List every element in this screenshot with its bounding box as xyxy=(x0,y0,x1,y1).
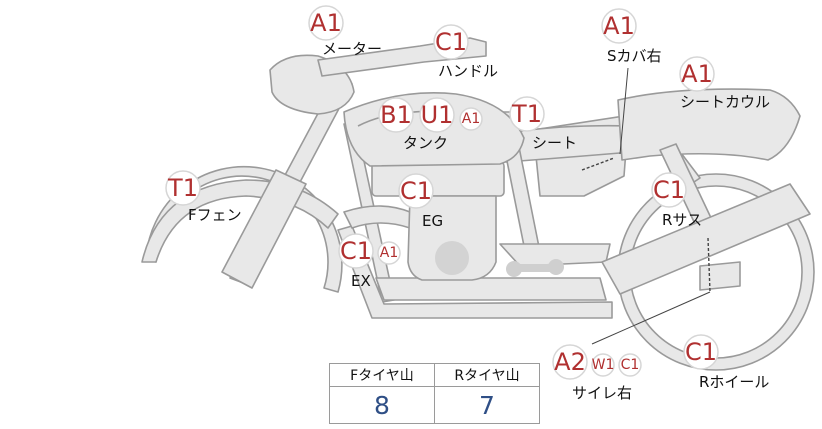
tire-tread-table: Fタイヤ山 Rタイヤ山 8 7 xyxy=(329,363,540,424)
exhaust-lower-shape xyxy=(375,277,607,301)
badge-rear-wheel-0: C1 xyxy=(683,334,719,370)
svg-text:A1: A1 xyxy=(380,245,398,261)
badge-meter-0: A1 xyxy=(308,5,344,41)
rear-tread-value: 7 xyxy=(434,386,540,424)
svg-text:A1: A1 xyxy=(603,12,635,40)
svg-text:C1: C1 xyxy=(435,28,467,56)
badge-seat-cover-right-0: A1 xyxy=(601,8,637,44)
part-labels: メーター ハンドル Sカバ右 シートカウル タンク シート Fフェン EG Rサ… xyxy=(188,40,770,402)
badge-engine-0: C1 xyxy=(398,173,434,209)
label-seat-cover-right: Sカバ右 xyxy=(607,47,662,65)
leader-line-cover xyxy=(619,67,629,155)
svg-text:T1: T1 xyxy=(167,174,198,202)
engine-cover-shape xyxy=(435,241,469,275)
leader-lines xyxy=(581,67,711,345)
tread-header-row: Fタイヤ山 Rタイヤ山 xyxy=(329,363,540,387)
svg-text:B1: B1 xyxy=(380,101,412,129)
badge-silencer-right-0: A2 xyxy=(552,344,588,380)
svg-text:A1: A1 xyxy=(681,60,713,88)
label-seat-cowl: シートカウル xyxy=(680,93,770,111)
engine-body-shape xyxy=(407,195,497,281)
silencer-shape xyxy=(601,183,811,295)
svg-text:T1: T1 xyxy=(511,100,542,128)
tread-value-row: 8 7 xyxy=(329,386,540,424)
rear-tread-header: Rタイヤ山 xyxy=(434,363,540,387)
svg-text:C1: C1 xyxy=(621,357,640,373)
badge-silencer-right-2: C1 xyxy=(618,353,642,377)
badge-handle-0: C1 xyxy=(433,24,469,60)
badge-tank-2: A1 xyxy=(459,107,483,131)
label-meter: メーター xyxy=(322,40,382,58)
label-rear-wheel: Rホイール xyxy=(699,373,769,391)
badge-exhaust-0: C1 xyxy=(338,233,374,269)
label-front-fender: Fフェン xyxy=(188,206,242,224)
svg-text:C1: C1 xyxy=(340,237,372,265)
label-seat: シート xyxy=(532,134,577,152)
badge-seat-cowl-0: A1 xyxy=(679,56,715,92)
front-tread-value: 8 xyxy=(329,386,435,424)
damage-badges: A1 C1 A1 A1 B1 U1 A1 xyxy=(165,5,719,380)
front-tread-header: Fタイヤ山 xyxy=(329,363,435,387)
label-tank: タンク xyxy=(403,134,448,152)
silencer-heatshield-shape xyxy=(699,261,741,291)
svg-text:A2: A2 xyxy=(554,348,586,376)
fork-slider-shape xyxy=(221,169,307,289)
badge-seat-0: T1 xyxy=(509,96,545,132)
leader-line-seat xyxy=(581,157,615,171)
svg-text:A1: A1 xyxy=(462,111,480,127)
footpeg-knob-left xyxy=(506,261,522,277)
label-rear-suspension: Rサス xyxy=(662,211,702,229)
badge-tank-1: U1 xyxy=(419,97,455,133)
front-wheel-shape xyxy=(145,165,343,293)
svg-text:U1: U1 xyxy=(421,101,454,129)
badge-tank-0: B1 xyxy=(378,97,414,133)
engine-head-shape xyxy=(371,161,505,197)
badge-front-fender-0: T1 xyxy=(165,170,201,206)
label-engine: EG xyxy=(422,212,443,230)
motorcycle-outline xyxy=(141,37,815,371)
badge-exhaust-1: A1 xyxy=(377,241,401,265)
footpeg-knob-right xyxy=(548,259,564,275)
leader-line-suspension xyxy=(707,237,711,293)
badge-silencer-right-1: W1 xyxy=(591,353,615,377)
leader-line-silencer xyxy=(591,291,711,345)
svg-text:C1: C1 xyxy=(653,176,685,204)
svg-text:A1: A1 xyxy=(310,9,342,37)
label-exhaust: EX xyxy=(351,272,371,290)
badge-rear-suspension-0: C1 xyxy=(651,172,687,208)
label-handle: ハンドル xyxy=(438,62,498,80)
svg-text:C1: C1 xyxy=(685,338,717,366)
svg-text:C1: C1 xyxy=(400,177,432,205)
svg-text:W1: W1 xyxy=(592,357,615,373)
label-silencer-right: サイレ右 xyxy=(572,384,632,402)
